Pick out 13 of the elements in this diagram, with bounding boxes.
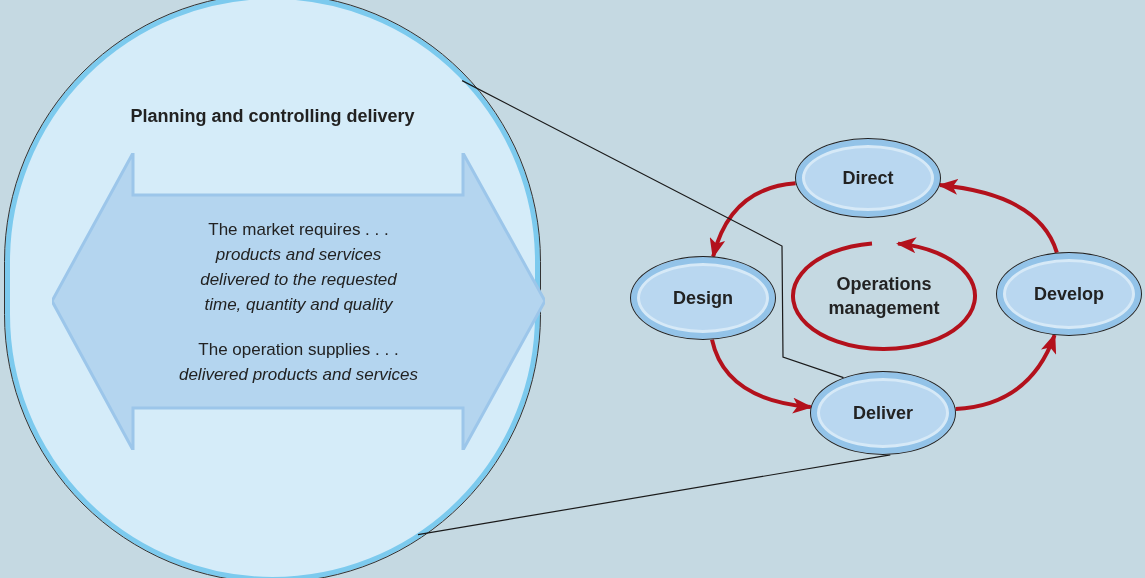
arrow-text: The market requires . . . xyxy=(208,218,389,241)
curved-arrow xyxy=(710,339,813,413)
node-label: Design xyxy=(673,286,733,310)
circular-arrow xyxy=(791,238,977,351)
arrow-text: products and services delivered to the requested time, quantity and quality xyxy=(199,243,398,316)
arrow-text: delivered products and services xyxy=(178,363,419,386)
heading: Planning and controlling delivery xyxy=(130,105,415,128)
node-label: Develop xyxy=(1034,282,1104,306)
node-label: Deliver xyxy=(852,401,913,425)
node-label: Direct xyxy=(842,166,894,190)
node-label: Operations management xyxy=(827,273,941,320)
zoom-line xyxy=(461,80,845,379)
arrow-text: The operation supplies . . . xyxy=(198,338,399,361)
